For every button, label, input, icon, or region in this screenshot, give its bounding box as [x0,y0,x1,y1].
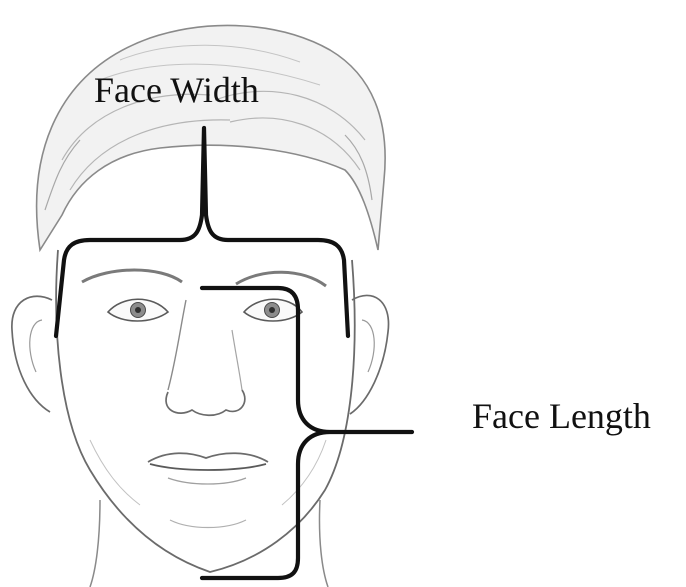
face-width-label: Face Width [94,72,259,108]
face-length-label: Face Length [472,398,651,434]
left-eye [108,299,168,321]
right-eye [244,299,302,321]
face-length-bracket [202,288,412,578]
eyebrows [82,270,326,286]
mouth [148,453,268,484]
face-outline [56,250,355,572]
nose [166,300,245,415]
left-ear [12,296,52,412]
right-ear [350,295,389,414]
hair [37,26,385,251]
